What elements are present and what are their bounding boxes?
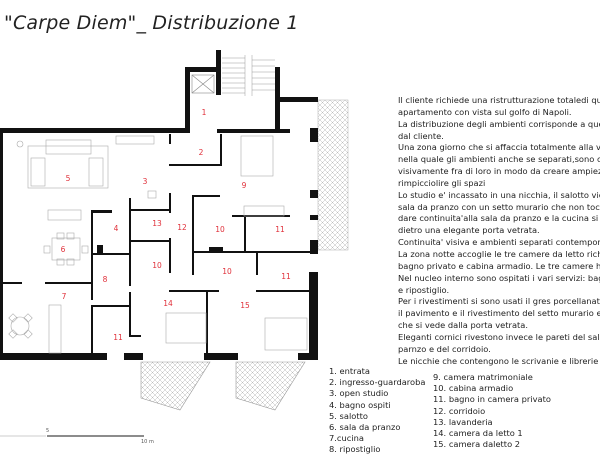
room-number-4: 4	[114, 224, 119, 233]
description-line: bagno privato e cabina armadio. Le tre c…	[398, 260, 600, 271]
legend-item: 10. cabina armadio	[433, 383, 514, 394]
description-line: Le nicchie che contengono le scrivanie e…	[398, 355, 600, 366]
furniture	[8, 135, 308, 354]
description-line: Nel nucleo interno sono ospitati i vari …	[398, 272, 600, 283]
room-number-10: 10	[215, 225, 225, 234]
legend-item: 8. ripostiglio	[329, 444, 381, 455]
room-number-2: 2	[199, 148, 204, 157]
room-number-3: 3	[143, 177, 148, 186]
legend-item: 14. camera da letto 1	[433, 428, 523, 439]
description-line: apartamento con vista sul golfo di Napol…	[398, 106, 572, 117]
room-number-1: 1	[202, 108, 207, 117]
description-line: Lo studio e' incassato in una nicchia, i…	[398, 189, 600, 200]
room-number-14: 14	[163, 299, 173, 308]
description-line: Continuita' visiva e ambienti separati c…	[398, 237, 600, 248]
description-line: dare continuita'alla sala da pranzo e la…	[398, 213, 600, 224]
scale-mid-label: 5	[46, 428, 49, 434]
legend-item: 12. corridoio	[433, 405, 486, 416]
description-line: che si vede dalla porta vetrata.	[398, 320, 528, 331]
legend-item: 1. entrata	[329, 366, 371, 376]
legend-item: 3. open studio	[329, 388, 389, 399]
room-number-6: 6	[61, 245, 66, 254]
description-line: Eleganti cornici rivestono invece le par…	[398, 331, 600, 342]
balcony-right	[317, 99, 349, 251]
description-line: nella quale gli ambienti anche se separa…	[398, 154, 600, 165]
legend-item: 4. bagno ospiti	[329, 399, 391, 410]
balcony-bottom-1	[140, 361, 211, 411]
description-line: La distribuzione degli ambienti corrispo…	[398, 118, 600, 129]
legend-item: 7.cucina	[329, 433, 364, 444]
room-number-13: 13	[152, 219, 162, 228]
legend-item: 11. bagno in camera privato	[433, 394, 551, 405]
description-line: dal cliente.	[398, 130, 444, 141]
lift	[191, 74, 215, 94]
description-line: Il cliente richiede una ristrutturazione…	[398, 95, 600, 105]
room-number-10b: 10	[152, 261, 162, 270]
description-line: Una zona giorno che si affaccia totalmen…	[398, 142, 600, 153]
room-number-11c: 11	[113, 333, 123, 342]
legend-item: 2. ingresso-guardaroba	[329, 377, 426, 388]
description-line: e ripostiglio.	[398, 284, 450, 295]
description-line: dietro una elegante porta vetrata.	[398, 225, 540, 236]
room-number-12: 12	[177, 223, 187, 232]
room-number-5: 5	[66, 174, 71, 183]
balcony-bottom-2	[235, 361, 306, 411]
room-number-11: 11	[275, 225, 285, 234]
scale-end-label: 10 m	[141, 439, 154, 445]
legend-item: 15. camera daletto 2	[433, 439, 521, 450]
room-number-9: 9	[242, 181, 247, 190]
room-number-11b: 11	[281, 272, 291, 281]
description-line: Per i rivestimenti si sono usati il gres…	[398, 296, 600, 307]
description-line: parnzo e del corridoio.	[398, 343, 491, 354]
description-line: visivamente fra di loro in modo da crear…	[398, 166, 600, 177]
walls	[0, 50, 318, 360]
legend-item: 6. sala da pranzo	[329, 422, 401, 433]
legend-item: 5. salotto	[329, 410, 368, 421]
room-number-8: 8	[103, 275, 108, 284]
description-line: rimpicciolire gli spazi	[398, 177, 486, 188]
staircase	[222, 55, 275, 96]
project-description: Il cliente richiede una ristrutturazione…	[398, 95, 600, 367]
description-line: il pavimento e il rivestimento del setto…	[398, 308, 600, 319]
page-title: "Carpe Diem"_ Distribuzione 1	[4, 12, 299, 34]
legend-item: 9. camera matrimoniale	[433, 372, 533, 382]
room-number-10c: 10	[222, 267, 232, 276]
legend-item: 13. lavanderia	[433, 416, 493, 427]
room-number-15: 15	[240, 301, 250, 310]
room-number-7: 7	[62, 292, 67, 301]
description-line: sala da pranzo con un setto murario che …	[398, 201, 600, 212]
description-line: La zona notte accoglie le tre camere da …	[398, 248, 600, 259]
scale-bar: 5 10 m	[0, 428, 154, 445]
